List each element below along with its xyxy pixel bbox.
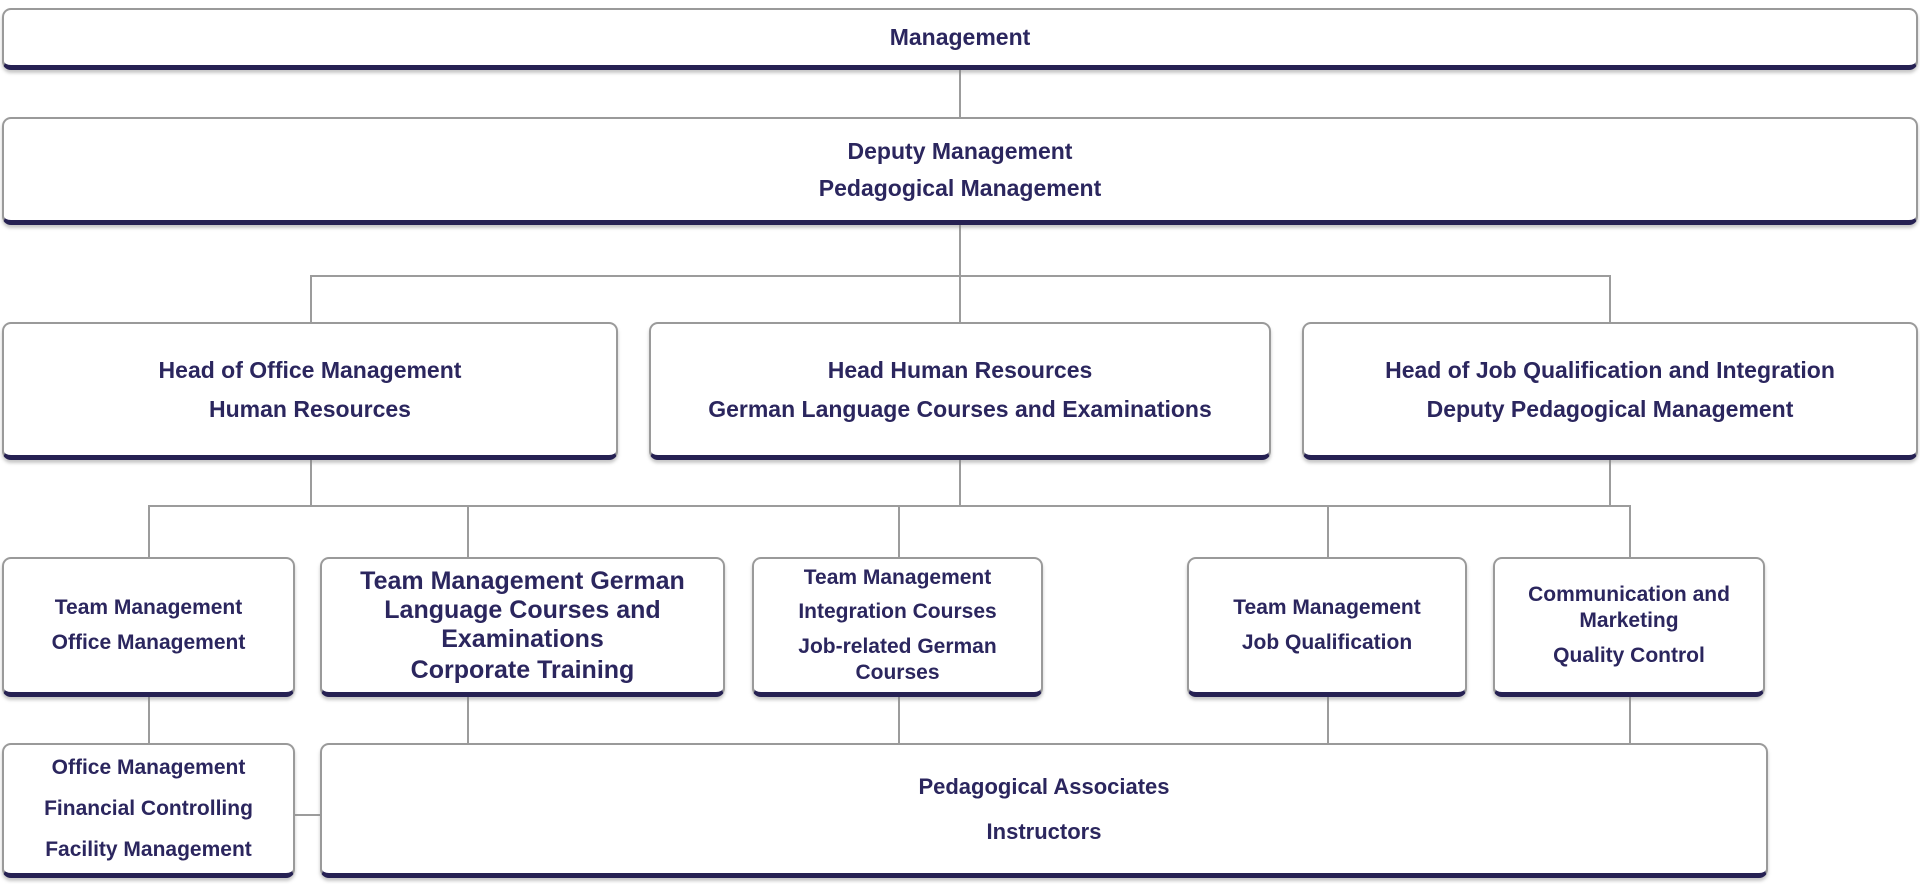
org-box-label: Job-related German Courses — [798, 634, 997, 684]
org-box-label: Team Management — [803, 566, 992, 589]
connector-line-vertical — [898, 505, 900, 557]
org-box-label: Office Management — [51, 630, 246, 654]
org-box-label: German Language Courses and Examinations — [708, 395, 1212, 422]
connector-line-vertical — [1609, 460, 1611, 505]
org-box-label: Head of Job Qualification and Integratio… — [1385, 356, 1835, 383]
org-box-label: Management — [889, 24, 1031, 51]
connector-line-horizontal — [295, 814, 320, 816]
org-box-label: Deputy Management — [847, 137, 1073, 164]
connector-line-vertical — [1629, 697, 1631, 743]
org-box-label: Communication and Marketing — [1528, 583, 1730, 633]
connector-line-horizontal — [148, 505, 1630, 507]
connector-line-vertical — [959, 275, 961, 322]
org-box-label: Job Qualification — [1241, 630, 1413, 654]
org-box-label: Team Management — [54, 596, 243, 620]
org-box-label: Head Human Resources — [827, 356, 1093, 383]
connector-line-vertical — [1327, 505, 1329, 557]
org-box-head-job-qualification: Head of Job Qualification and Integratio… — [1302, 322, 1918, 460]
connector-line-vertical — [467, 697, 469, 743]
connector-line-vertical — [467, 505, 469, 557]
connector-line-vertical — [148, 505, 150, 557]
org-box-label: Deputy Pedagogical Management — [1426, 395, 1794, 422]
connector-line-vertical — [148, 697, 150, 743]
org-box-label: Pedagogical Associates — [918, 774, 1170, 799]
connector-line-vertical — [898, 697, 900, 743]
org-box-label: Corporate Training — [410, 655, 635, 684]
org-box-label: Quality Control — [1553, 643, 1705, 667]
connector-line-vertical — [959, 225, 961, 275]
org-box-label: Instructors — [986, 818, 1102, 844]
connector-line-vertical — [310, 275, 312, 322]
org-box-label: Financial Controlling — [44, 796, 253, 820]
org-box-label: Integration Courses — [798, 600, 997, 624]
org-box-label: Team Management German Language Courses … — [360, 566, 685, 653]
org-box-team-german-language-courses: Team Management German Language Courses … — [320, 557, 725, 697]
org-box-label: Head of Office Management — [158, 356, 462, 383]
connector-line-vertical — [959, 70, 961, 117]
org-box-label: Team Management — [1233, 596, 1421, 620]
org-box-label: Office Management — [51, 755, 246, 779]
connector-line-vertical — [1327, 697, 1329, 743]
org-box-label: Facility Management — [45, 838, 252, 862]
connector-line-vertical — [959, 460, 961, 505]
org-box-label: Human Resources — [209, 395, 411, 422]
connector-line-vertical — [1609, 275, 1611, 322]
connector-line-vertical — [1629, 505, 1631, 557]
org-box-label: Pedagogical Management — [818, 174, 1102, 201]
org-box-management: Management — [2, 8, 1918, 70]
connector-line-vertical — [310, 460, 312, 505]
